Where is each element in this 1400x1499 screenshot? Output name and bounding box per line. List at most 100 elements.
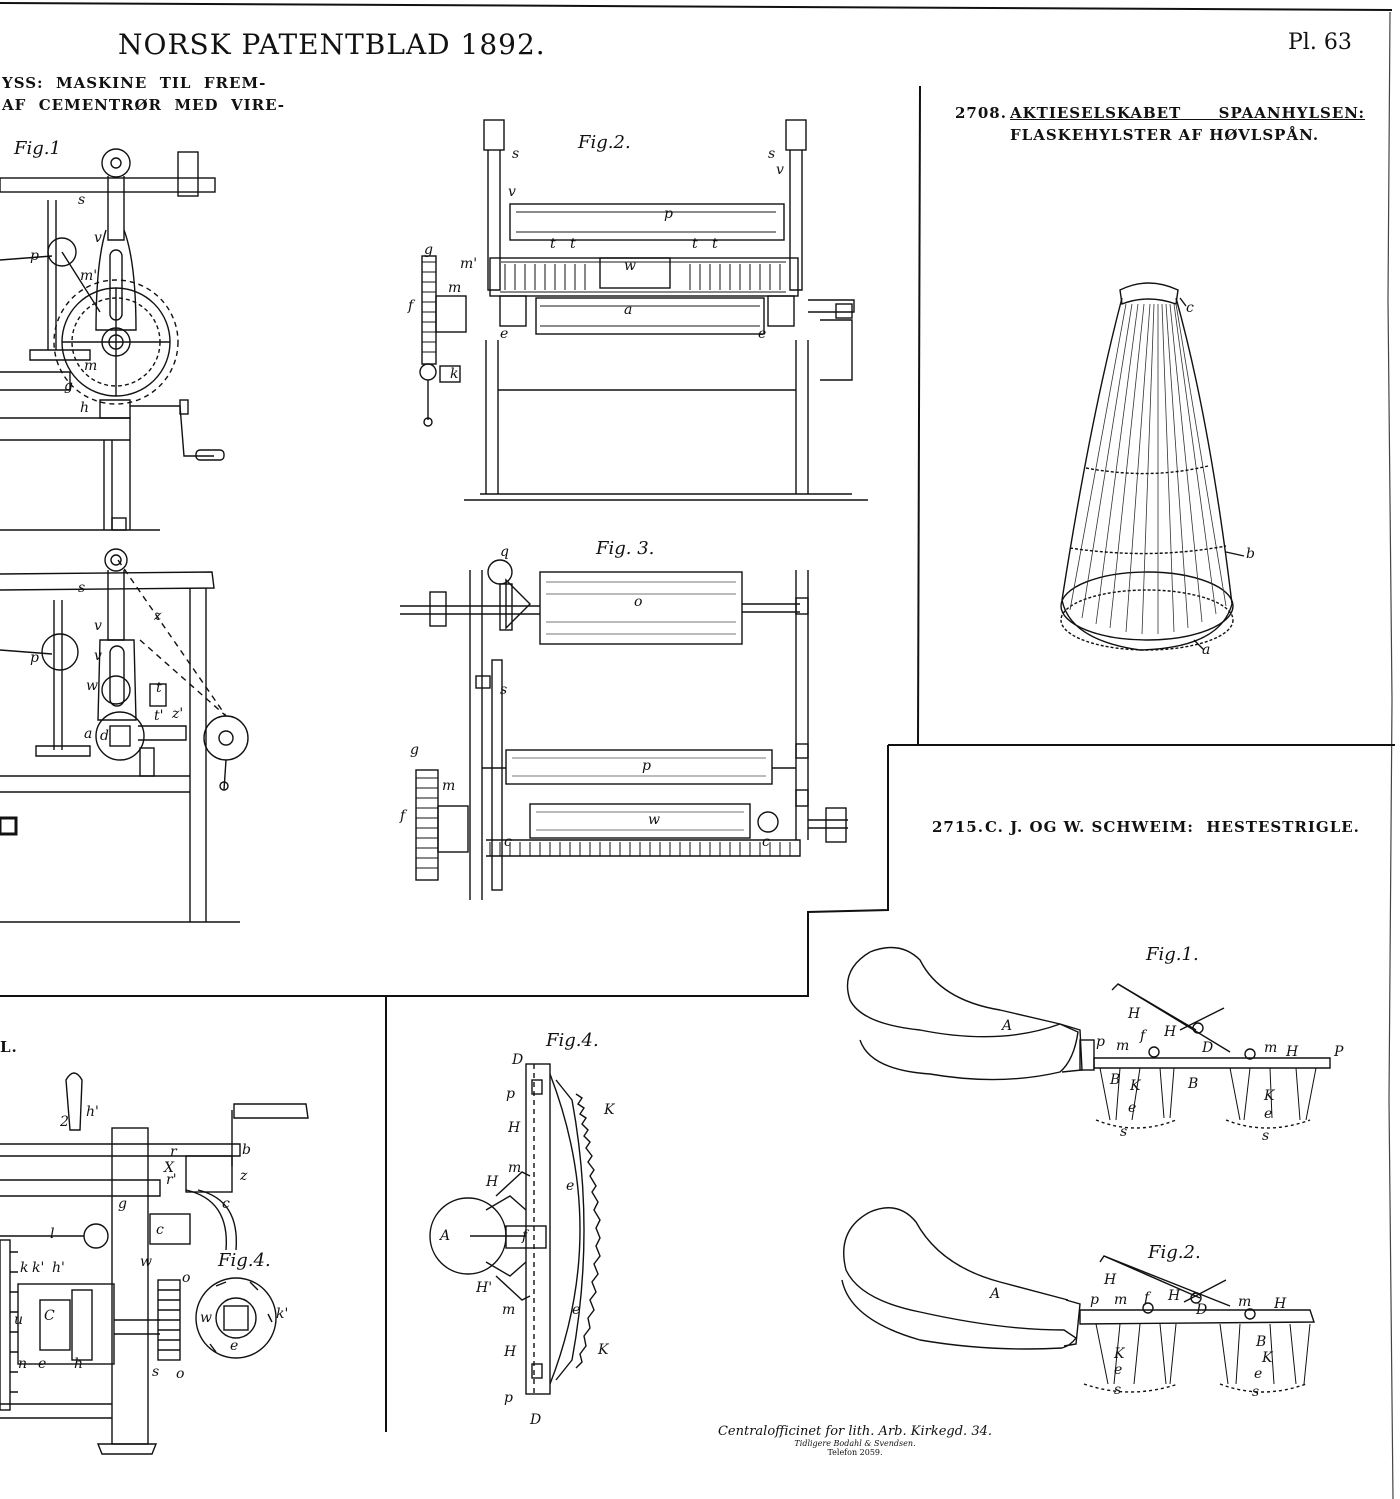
imprint-line-2: Tidligere Bodahl & Svendsen. [794,1439,916,1448]
partial-title-line-1: YSS: MASKINE TIL FREM- [2,74,267,92]
partial-title-line-2: AF CEMENTRØR MED VIRE- [2,96,286,114]
fig4-label-K-2: K [598,1342,609,1358]
fig2-label-t4: t [712,236,718,252]
lowmach-label-2: 2 [60,1114,69,1130]
fig2-label-v-left: v [508,184,516,200]
fig3-label-g: g [410,742,419,758]
comb2-label-p: p [1090,1292,1099,1308]
fig2-label-s-right: s [768,146,776,162]
plate-number: Pl. 63 [1288,30,1352,55]
fig2-label-m: m [448,280,462,296]
fig2-label-e-left: e [500,326,509,342]
comb-fig1-drawing [846,946,1331,1129]
lowmach-label-r-prime: r' [166,1172,177,1188]
machine-fig3-drawing [400,559,848,900]
fig1b-label-t-prime: t' [154,708,164,724]
sleeve-label-b: b [1246,546,1255,562]
lowmach-label-n: n [18,1356,28,1372]
machine-fig1b-drawing [0,548,249,923]
fig2-label-t2: t [570,236,576,252]
fig4-label-p-top: p [506,1086,515,1102]
machine-fig2-caption: Fig.2. [578,132,631,153]
lowmach-label-b: b [242,1142,251,1158]
comb1-label-P: P [1334,1044,1344,1060]
patent-2715-number: 2715. [932,818,984,836]
fig1-label-h: h [80,400,90,416]
fig3-label-m: m [442,778,456,794]
comb-fig1-caption: Fig.1. [1146,944,1199,965]
comb1-label-f: f [1140,1028,1146,1044]
fig2-label-p: p [664,206,673,222]
patent-2708-line-1: AKTIESELSKABET SPAANHYLSEN: [1010,104,1366,122]
comb2-label-A: A [990,1286,1001,1302]
lowmach-label-e: e [38,1356,47,1372]
fig4-label-H-2: H [504,1344,517,1360]
fig3-label-p: p [642,758,651,774]
lowmach-fig4-label-e: e [230,1338,239,1354]
sleeve-label-c: c [1186,300,1194,316]
patent-2708-line-2: FLASKEHYLSTER AF HØVLSPÅN. [1010,126,1320,144]
machine-fig2-drawing [419,119,868,501]
comb1-label-H-2: H [1164,1024,1177,1040]
lowmach-label-o-upper: o [182,1270,191,1286]
lowmach-label-h-prime-2: h' [52,1260,65,1276]
fig1b-label-p: p [30,650,39,666]
comb2-label-e-1: e [1114,1362,1123,1378]
strigle-fig4-drawing [429,1063,601,1395]
fig3-label-c-right: c [762,834,770,850]
fig1-label-m: m [84,358,98,374]
comb1-label-H-1: H [1128,1006,1141,1022]
comb2-label-K-1: K [1114,1346,1125,1362]
lowmach-label-g: g [118,1196,127,1212]
fig1b-label-z-prime: z' [172,706,184,722]
imprint-line-3: Telefon 2059. [827,1448,883,1457]
fig4-label-m-2: m [502,1302,516,1318]
machine-fig1-drawing [0,148,225,531]
comb1-label-B-1: B [1110,1072,1121,1088]
comb2-label-H-2: H [1168,1288,1181,1304]
patent-2715-line-1: C. J. OG W. SCHWEIM: HESTESTRIGLE. [985,818,1360,836]
fig1-label-s: s [78,192,86,208]
fig1b-label-z: z [154,608,162,624]
comb2-label-e-2: e [1254,1366,1263,1382]
comb1-label-s-2: s [1262,1128,1270,1144]
fig2-label-g: g [424,242,433,258]
fig1b-label-s: s [78,580,86,596]
fig4-label-H-prime-bottom: H' [476,1280,493,1296]
comb1-label-e-2: e [1264,1106,1273,1122]
fig1-label-v: v [94,230,102,246]
comb2-label-s-1: s [1114,1382,1122,1398]
fig4-label-p-bottom: p [504,1390,513,1406]
comb2-label-m: m [1114,1292,1128,1308]
comb1-label-e-1: e [1128,1100,1137,1116]
fig3-label-s: s [500,682,508,698]
fig3-label-c-left: c [504,834,512,850]
comb2-label-m-2: m [1238,1294,1252,1310]
comb1-label-s-1: s [1120,1124,1128,1140]
fig4-label-e-2: e [572,1302,581,1318]
lowmach-label-s: s [152,1364,160,1380]
fig4-label-D-top: D [512,1052,524,1068]
fig4-label-A: A [440,1228,451,1244]
fig1-label-m-prime: m' [80,268,98,284]
fig3-label-o: o [634,594,643,610]
fig1b-label-a: a [84,726,93,742]
comb1-label-p: p [1096,1034,1105,1050]
fig1-label-p: p [30,248,39,264]
lowmach-label-C: C [44,1308,55,1324]
comb2-label-D: D [1196,1302,1208,1318]
fig4-label-D-bottom: D [530,1412,542,1428]
lowmach-label-u: u [14,1312,24,1328]
comb2-label-H-1: H [1104,1272,1117,1288]
fig1b-label-t: t [156,680,162,696]
fig4-label-K-1: K [604,1102,615,1118]
comb-fig2-caption: Fig.2. [1148,1242,1201,1263]
comb1-label-H-3: H [1286,1044,1299,1060]
lowmach-fig4-label-w: w [200,1310,212,1326]
fig1b-label-d: d [100,728,109,744]
sleeve-label-a: a [1202,642,1211,658]
fig2-label-e-right: e [758,326,767,342]
comb2-label-H-3: H [1274,1296,1287,1312]
fig2-label-s-left: s [512,146,520,162]
fig2-label-w: w [624,258,636,274]
